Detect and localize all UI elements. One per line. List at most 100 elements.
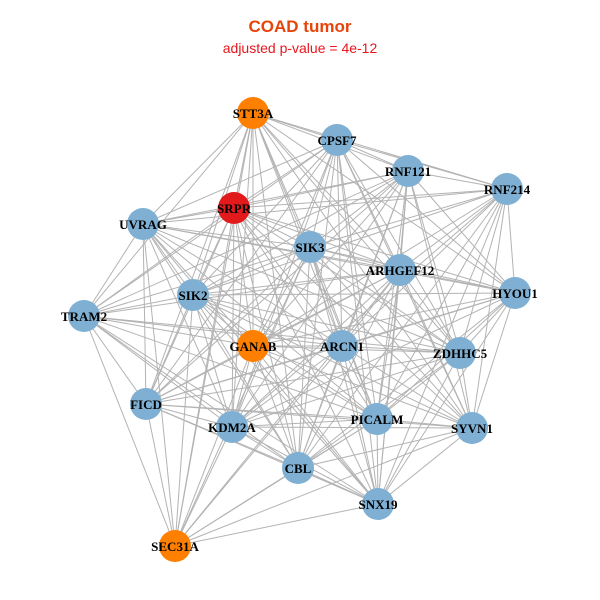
node-label: SEC31A (151, 539, 199, 554)
node-rnf214[interactable]: RNF214 (484, 173, 531, 205)
edge-cpsf7-sik3 (309, 139, 338, 248)
node-cbl[interactable]: CBL (282, 452, 314, 484)
node-label: FICD (130, 397, 162, 412)
node-label: KDM2A (208, 420, 256, 435)
node-sik3[interactable]: SIK3 (294, 231, 326, 263)
node-circle[interactable] (237, 97, 269, 129)
edge-uvrag-arcn1 (142, 223, 343, 347)
node-snx19[interactable]: SNX19 (358, 488, 398, 520)
edge-syvn1-snx19 (377, 427, 473, 505)
node-label: ARCN1 (320, 339, 364, 354)
node-circle[interactable] (456, 412, 488, 444)
node-sec31a[interactable]: SEC31A (151, 530, 199, 562)
edge-srpr-ganab (233, 207, 254, 347)
edge-cbl-sec31a (174, 467, 299, 547)
node-circle[interactable] (444, 337, 476, 369)
edge-ficd-snx19 (145, 403, 379, 505)
node-circle[interactable] (499, 277, 531, 309)
edge-sik2-snx19 (192, 294, 379, 505)
edge-zdhhc5-ficd (145, 352, 461, 405)
node-label: ZDHHC5 (433, 346, 488, 361)
node-label: TRAM2 (61, 309, 107, 324)
node-circle[interactable] (130, 388, 162, 420)
node-circle[interactable] (68, 300, 100, 332)
edge-arcn1-cbl (297, 345, 343, 469)
edge-arhgef12-sik2 (192, 269, 401, 296)
edge-stt3a-uvrag (142, 112, 254, 225)
node-label: SYVN1 (451, 421, 493, 436)
edge-rnf214-syvn1 (471, 188, 508, 429)
node-sik2[interactable]: SIK2 (177, 279, 209, 311)
node-arcn1[interactable]: ARCN1 (320, 330, 364, 362)
edge-sik3-snx19 (309, 246, 379, 505)
node-label: SNX19 (358, 497, 398, 512)
edge-cpsf7-picalm (336, 139, 378, 420)
edge-rnf121-picalm (376, 170, 409, 420)
edge-arcn1-kdm2a (231, 345, 343, 428)
node-ficd[interactable]: FICD (130, 388, 162, 420)
edge-syvn1-cbl (297, 427, 473, 469)
edge-hyou1-kdm2a (231, 292, 516, 428)
node-circle[interactable] (361, 403, 393, 435)
edge-rnf214-sik2 (192, 188, 508, 296)
node-circle[interactable] (491, 173, 523, 205)
edge-uvrag-zdhhc5 (142, 223, 461, 354)
edge-srpr-sec31a (174, 207, 235, 547)
node-kdm2a[interactable]: KDM2A (208, 411, 256, 443)
node-label: HYOU1 (492, 286, 538, 301)
edge-uvrag-picalm (142, 223, 378, 420)
edge-ficd-syvn1 (145, 403, 473, 429)
node-circle[interactable] (326, 330, 358, 362)
edge-uvrag-snx19 (142, 223, 379, 505)
node-circle[interactable] (362, 488, 394, 520)
edge-rnf214-sik3 (309, 188, 508, 248)
node-hyou1[interactable]: HYOU1 (492, 277, 538, 309)
edge-arhgef12-syvn1 (399, 269, 473, 429)
edge-arhgef12-sec31a (174, 269, 401, 547)
edge-ganab-snx19 (252, 345, 379, 505)
node-circle[interactable] (282, 452, 314, 484)
edge-stt3a-arhgef12 (252, 112, 401, 271)
node-picalm[interactable]: PICALM (351, 403, 404, 435)
node-circle[interactable] (159, 530, 191, 562)
node-circle[interactable] (218, 192, 250, 224)
edge-uvrag-hyou1 (142, 223, 516, 294)
chart-subtitle: adjusted p-value = 4e-12 (222, 40, 378, 56)
edge-rnf214-hyou1 (506, 188, 516, 294)
node-label: PICALM (351, 412, 404, 427)
edge-arhgef12-tram2 (83, 269, 401, 317)
node-circle[interactable] (216, 411, 248, 443)
node-tram2[interactable]: TRAM2 (61, 300, 107, 332)
node-circle[interactable] (177, 279, 209, 311)
edge-cpsf7-cbl (297, 139, 338, 469)
node-stt3a[interactable]: STT3A (233, 97, 274, 129)
edge-hyou1-syvn1 (471, 292, 516, 429)
node-circle[interactable] (237, 330, 269, 362)
node-circle[interactable] (294, 231, 326, 263)
node-uvrag[interactable]: UVRAG (119, 208, 167, 240)
node-circle[interactable] (127, 208, 159, 240)
edge-arhgef12-snx19 (377, 269, 401, 505)
node-arhgef12[interactable]: ARHGEF12 (366, 254, 435, 286)
node-label: CBL (285, 461, 312, 476)
edge-zdhhc5-kdm2a (231, 352, 461, 428)
edge-ganab-cbl (252, 345, 299, 469)
node-circle[interactable] (392, 155, 424, 187)
node-ganab[interactable]: GANAB (230, 330, 277, 362)
edge-srpr-zdhhc5 (233, 207, 461, 354)
node-circle[interactable] (321, 124, 353, 156)
edge-rnf121-kdm2a (231, 170, 409, 428)
edge-sik2-ficd (145, 294, 194, 405)
node-syvn1[interactable]: SYVN1 (451, 412, 493, 444)
node-srpr[interactable]: SRPR (217, 192, 252, 224)
edge-arcn1-ficd (145, 345, 343, 405)
edge-syvn1-sec31a (174, 427, 473, 547)
edge-tram2-picalm (83, 315, 378, 420)
node-rnf121[interactable]: RNF121 (385, 155, 431, 187)
node-label: SRPR (217, 201, 252, 216)
node-zdhhc5[interactable]: ZDHHC5 (433, 337, 488, 369)
node-cpsf7[interactable]: CPSF7 (318, 124, 358, 156)
node-circle[interactable] (384, 254, 416, 286)
